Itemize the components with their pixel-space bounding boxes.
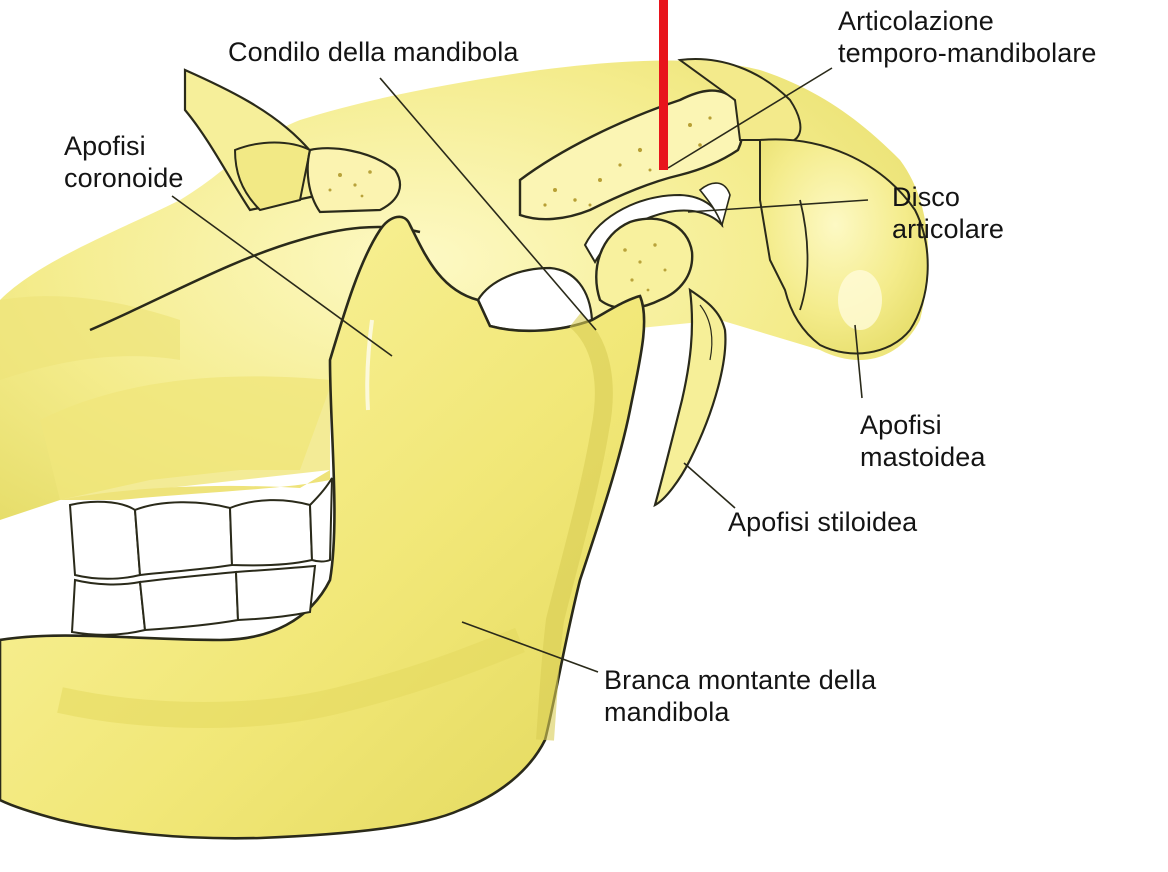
label-branca-montante: Branca montante della mandibola xyxy=(604,664,876,728)
label-apofisi-stiloidea: Apofisi stiloidea xyxy=(728,506,917,538)
red-marker xyxy=(659,0,668,170)
label-apofisi-coronoide: Apofisi coronoide xyxy=(64,130,184,194)
label-apofisi-mastoidea: Apofisi mastoidea xyxy=(860,409,985,473)
label-disco-articolare: Disco articolare xyxy=(892,181,1004,245)
leader-stiloidea xyxy=(684,463,735,508)
label-condilo: Condilo della mandibola xyxy=(228,36,519,68)
label-articolazione-tm: Articolazione temporo-mandibolare xyxy=(838,5,1097,69)
teeth xyxy=(60,470,332,635)
